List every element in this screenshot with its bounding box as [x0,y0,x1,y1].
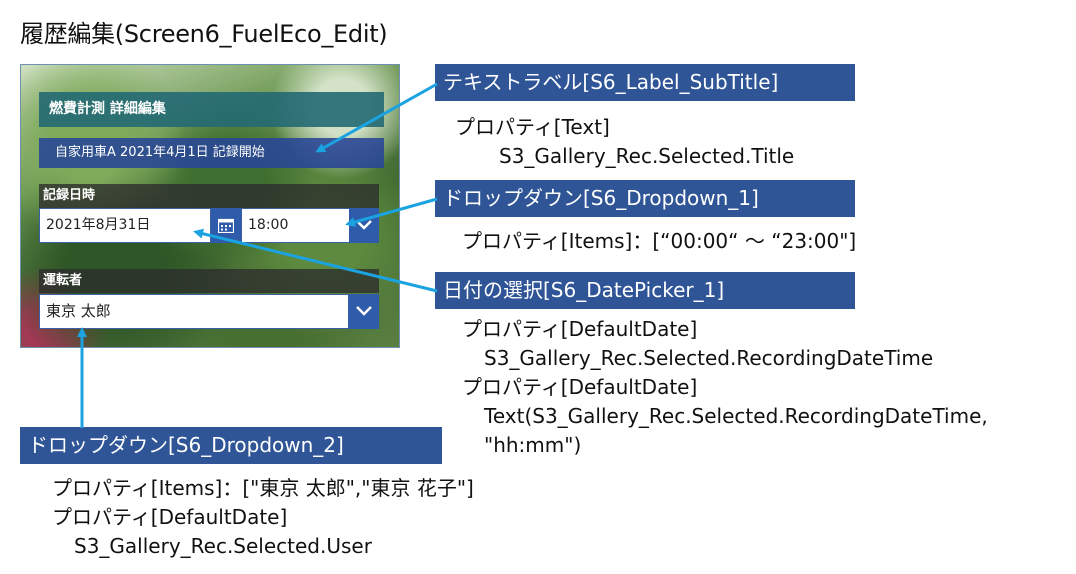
app-screen-mockup: 燃費計測 詳細編集 自家用車A 2021年4月1日 記録開始 記録日時 2021… [20,64,400,348]
driver-dropdown[interactable]: 東京 太郎 [39,294,349,329]
property-line: プロパティ[DefaultDate] [462,317,698,341]
callout-dropdown-1: ドロップダウン[S6_Dropdown_1] [435,180,855,217]
chevron-down-icon [356,220,372,230]
callout-datepicker-1-desc: プロパティ[DefaultDate] S3_Gallery_Rec.Select… [462,315,988,460]
driver-dropdown-button[interactable] [349,294,379,329]
callout-dropdown-2-desc: プロパティ[Items]：["東京 太郎","東京 花子"] プロパティ[Def… [52,474,474,561]
property-line: プロパティ[DefaultDate] [52,505,288,529]
callout-dropdown-2: ドロップダウン[S6_Dropdown_2] [20,427,442,464]
callout-datepicker-1: 日付の選択[S6_DatePicker_1] [435,272,855,309]
property-value-line: S3_Gallery_Rec.Selected.User [74,534,372,558]
property-line: プロパティ[Items]：["東京 太郎","東京 花子"] [52,476,474,500]
sub-title-label: 自家用車A 2021年4月1日 記録開始 [39,138,384,168]
page-title: 履歴編集(Screen6_FuelEco_Edit) [20,20,388,48]
callout-label-subtitle-desc: プロパティ[Text] S3_Gallery_Rec.Selected.Titl… [455,113,794,171]
callout-label-subtitle: テキストラベル[S6_Label_SubTitle] [435,64,855,101]
arrow-to-subtitle [315,82,438,153]
chevron-down-icon [356,306,372,316]
property-value-line: "hh:mm") [484,433,582,457]
property-value-line: S3_Gallery_Rec.Selected.Title [499,144,795,168]
date-picker-input[interactable]: 2021年8月31日 [39,208,211,243]
property-value-line: S3_Gallery_Rec.Selected.RecordingDateTim… [484,346,934,370]
record-datetime-label: 記録日時 [39,184,379,208]
app-header: 燃費計測 詳細編集 [39,92,384,127]
driver-label: 運転者 [39,269,379,293]
calendar-icon [218,218,234,233]
arrow-to-time-dropdown [345,197,438,227]
property-line: プロパティ[Text] [455,115,610,139]
property-value-line: Text(S3_Gallery_Rec.Selected.RecordingDa… [484,404,988,428]
arrow-to-date-picker [193,228,438,293]
property-line: プロパティ[DefaultDate] [462,375,698,399]
property-line: プロパティ[Items]：[“00:00“ ～ “23:00"] [462,229,857,253]
callout-dropdown-1-desc: プロパティ[Items]：[“00:00“ ～ “23:00"] [462,227,856,256]
